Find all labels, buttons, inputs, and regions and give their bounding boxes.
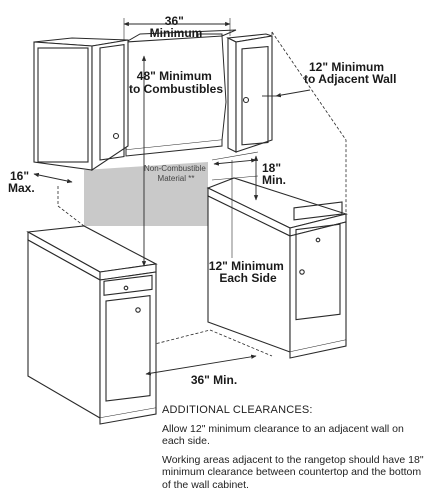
label-non-combustible-material: Non-Combustible Material ** — [144, 164, 208, 183]
label-36-min-bottom: 36" Min. — [191, 373, 237, 387]
notes-heading: ADDITIONAL CLEARANCES: — [162, 404, 313, 416]
right-base-cabinet — [206, 177, 349, 359]
additional-clearances-notes: ADDITIONAL CLEARANCES: Allow 12" minimum… — [162, 404, 428, 497]
right-wall-cabinet — [226, 33, 273, 153]
note-paragraph-adjacent-wall: Allow 12" minimum clearance to an adjace… — [162, 422, 404, 448]
label-36-minimum-top: 36" Minimum — [150, 14, 203, 40]
label-48-minimum-combustibles: 48" Minimum to Combustibles — [129, 69, 223, 96]
label-16-max: 16" Max. — [8, 169, 35, 195]
dimension-lines — [33, 18, 311, 376]
label-12-minimum-adjacent-wall: 12" Minimum to Adjacent Wall — [304, 60, 396, 86]
note-paragraph-working-areas: Working areas adjacent to the rangetop s… — [162, 453, 424, 491]
label-12-minimum-each-side: 12" Minimum Each Side — [209, 259, 287, 285]
label-18-min: 18" Min. — [262, 161, 286, 187]
left-base-cabinet — [26, 225, 158, 425]
left-wall-cabinet — [33, 37, 129, 172]
